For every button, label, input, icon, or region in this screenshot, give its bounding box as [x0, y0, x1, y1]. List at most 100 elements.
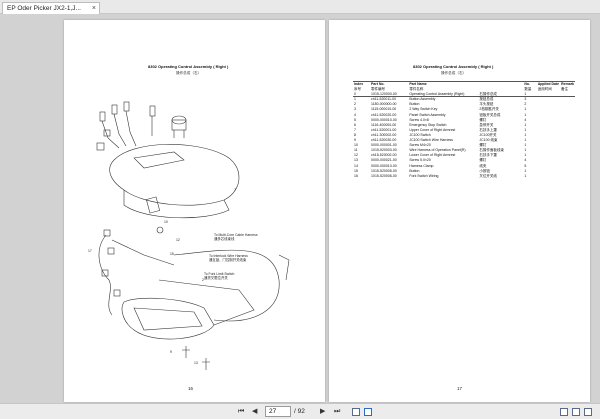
cell-part-no: ch11-520030-00: [371, 138, 397, 143]
cell-part-name: Screw 4.0×8: [409, 117, 429, 122]
cell-part-no: 1116-400000-00: [371, 122, 397, 127]
cell-part-no: ch11-520001-00: [371, 127, 397, 132]
page-subtitle: 操作总成（右）: [176, 71, 202, 75]
cell-part-name-cn: 右操作面板线束: [479, 148, 504, 153]
cell-remark: [560, 174, 575, 179]
label-fork-limit: To Fork Limit Switch 通货叉限位开关: [204, 272, 235, 280]
cell-part-name-cn: 右操作总成: [479, 92, 497, 97]
cell-index: 16: [354, 173, 358, 178]
two-page-view-icon[interactable]: [364, 408, 372, 416]
table-top-rule: [353, 81, 575, 82]
cell-index: 11: [354, 148, 358, 153]
page-title: 8302 Operating Control Assembly ( Right …: [148, 64, 229, 69]
header-part-name-cn-label: 零件名称: [409, 87, 424, 92]
first-page-button[interactable]: ⏮: [238, 408, 245, 415]
header-applied-date-cn: 适用时间: [537, 87, 552, 92]
cell-part-name: Upper Cover of Right Armrest: [409, 127, 456, 132]
cell-part-name-cn: 平头按钮: [479, 102, 494, 107]
cell-part-name-cn: JC100 线束: [479, 138, 498, 143]
cell-qty: 1: [524, 148, 527, 153]
cell-part-name-cn: 线夹: [479, 163, 487, 168]
cell-part-name: JC100 Switch Wire Harness: [409, 138, 453, 143]
parts-table-body: 0 1015-120000-00 Operating Control Assembl…: [353, 92, 575, 179]
parts-table: Index Part No. Part Name No. Applied Dat…: [353, 82, 575, 179]
cell-qty: 1: [524, 173, 527, 178]
page-number-input[interactable]: [265, 406, 291, 417]
cell-qty: 1: [524, 143, 527, 148]
cell-index: 10: [354, 143, 358, 148]
cell-index: 12: [354, 153, 358, 158]
page-number: 16: [188, 386, 194, 391]
cell-part-no: 0000-000001-00: [371, 143, 397, 148]
cell-index: 8: [354, 132, 356, 137]
cell-part-name: 2 Way Switch Key: [409, 107, 438, 112]
cell-part-no: 1015-120000-00: [371, 92, 397, 97]
close-icon[interactable]: ×: [91, 5, 96, 12]
cell-qty: 1: [524, 92, 527, 97]
cell-part-no: ch15-520002-00: [371, 153, 397, 158]
cell-part-no: 0000-000010-00: [371, 163, 397, 168]
last-page-button[interactable]: ⏭: [334, 408, 341, 415]
document-tab[interactable]: EP Oder Picker JX2-1,J... ×: [2, 2, 100, 14]
cell-part-name-cn: 钮板开关总成: [479, 112, 501, 117]
cell-index: 0: [354, 92, 356, 97]
header-part-no-cn: 零件编号: [371, 87, 386, 92]
cell-part-name: Panel Switch Assembly: [409, 112, 446, 117]
cell-index: 4: [354, 112, 356, 117]
cell-index: 1: [354, 97, 356, 102]
next-page-button[interactable]: ▶: [320, 408, 326, 415]
cell-part-no: 1015-520003-00: [371, 148, 397, 153]
cell-part-no: 1015-520006-00: [371, 173, 397, 178]
callout-17: 17: [88, 249, 92, 253]
page-17: 8302 Operating Control Assembly ( Right …: [329, 20, 590, 402]
cell-part-name-cn: 2档钥匙开关: [479, 107, 499, 112]
cell-part-name: JC100 Switch: [409, 132, 431, 137]
callout-9: 9: [170, 350, 172, 354]
table-header-rule: [353, 96, 575, 97]
callout-2: 2: [202, 278, 204, 282]
cell-part-name-cn: JC100开关: [479, 132, 497, 137]
cell-part-name-cn: 小按钮: [479, 168, 490, 173]
cell-qty: 1: [524, 112, 527, 117]
callout-13: 13: [194, 361, 198, 365]
cell-part-no: 0000-000010-00: [371, 117, 397, 122]
callout-12: 12: [176, 238, 180, 242]
cell-qty: 1: [524, 168, 527, 173]
table-row: 10 0000-000001-00 Screw M4×20 螺钉 1: [353, 143, 575, 148]
cell-part-name: Button: [409, 102, 420, 107]
cell-part-name: Emergency Stop Switch: [409, 122, 447, 127]
cell-part-name-cn: 螺钉: [479, 143, 487, 148]
previous-page-button[interactable]: ◀: [252, 408, 258, 415]
document-viewer[interactable]: 8302 Operating Control Assembly ( Right …: [0, 14, 600, 403]
page-subtitle: 操作总成（右）: [441, 71, 467, 75]
single-page-icon[interactable]: [560, 408, 568, 416]
cell-qty: 1: [524, 127, 527, 132]
callout-10: 10: [164, 220, 168, 224]
cell-index: 13: [354, 158, 358, 163]
cell-part-no: 1015-520005-00: [371, 168, 397, 173]
fit-page-icon[interactable]: [352, 408, 360, 416]
cell-part-name: Screw 5.0×20: [409, 158, 431, 163]
header-part-no: Part No.: [371, 82, 385, 86]
header-remark-cn: 备注: [561, 87, 569, 92]
header-remark: Remark: [561, 82, 574, 86]
facing-pages-icon[interactable]: [584, 408, 592, 416]
header-index-cn: 序号: [354, 87, 361, 92]
cell-qty: 2: [524, 102, 527, 107]
cell-part-name-cn: 螺钉: [479, 117, 487, 122]
cell-part-name: Screw M4×20: [409, 143, 431, 148]
cell-part-name: Operating Control Assembly (Right): [409, 92, 465, 97]
continuous-scroll-icon[interactable]: [572, 408, 580, 416]
cell-part-name: Button: [409, 168, 420, 173]
cell-qty: 1: [524, 138, 527, 143]
